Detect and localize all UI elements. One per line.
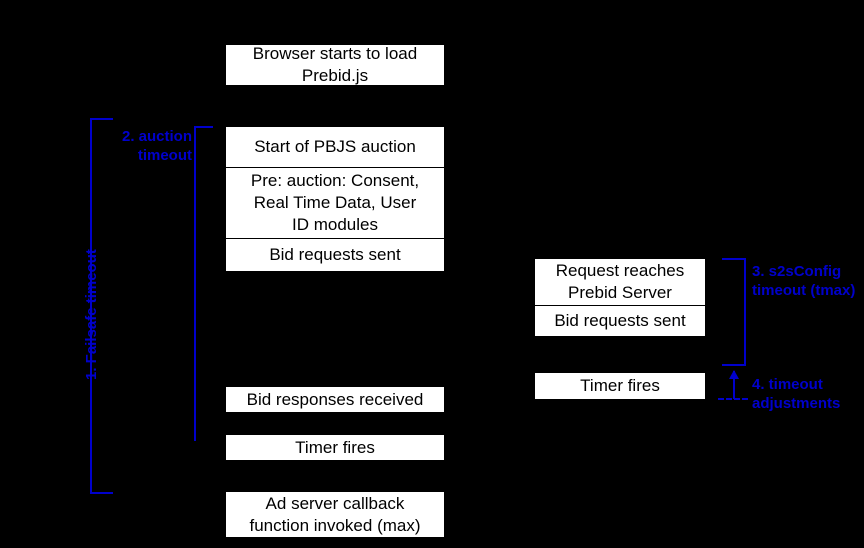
- flow-box-start-of-pbjs-auction: Start of PBJS auction: [226, 127, 444, 167]
- flow-box-pre-auction-modules: Pre: auction: Consent, Real Time Data, U…: [226, 167, 444, 238]
- flow-box-bid-requests-sent-server: Bid requests sent: [535, 305, 705, 336]
- bracket-s2sconfig-timeout-top-arm: [722, 258, 746, 260]
- annotation-auction-timeout-label: 2. auction timeout: [121, 128, 192, 164]
- bracket-failsafe-timeout-top-arm: [90, 118, 113, 120]
- flow-stack-prebid-server: Request reaches Prebid Server Bid reques…: [534, 258, 706, 337]
- flow-box-timer-fires-server: Timer fires: [534, 372, 706, 400]
- bracket-s2sconfig-timeout-spine: [744, 258, 746, 366]
- flow-box-request-reaches-prebid-server: Request reaches Prebid Server: [535, 259, 705, 306]
- bracket-auction-timeout-spine: [194, 126, 196, 441]
- flow-box-ad-server-callback: Ad server callback function invoked (max…: [225, 491, 445, 538]
- annotation-failsafe-timeout-label: 1. Failsafe timeout: [83, 249, 100, 380]
- annotation-s2sconfig-timeout-label: 3. s2sConfig timeout (tmax): [752, 263, 856, 299]
- annotation-timeout-adjustments-label: 4. timeout adjustments: [752, 376, 841, 412]
- flow-box-bid-responses-received: Bid responses received: [225, 386, 445, 413]
- flow-stack-auction-start: Start of PBJS auction Pre: auction: Cons…: [225, 126, 445, 272]
- bracket-failsafe-timeout-spine: [90, 118, 92, 494]
- flow-box-bid-requests-sent-client: Bid requests sent: [226, 238, 444, 271]
- bracket-s2sconfig-timeout-bottom-arm: [722, 364, 746, 366]
- timeout-adjustments-baseline: [718, 398, 748, 400]
- bracket-failsafe-timeout-bottom-arm: [90, 492, 113, 494]
- flow-box-browser-loads-prebid: Browser starts to load Prebid.js: [225, 44, 445, 86]
- bracket-auction-timeout-top-arm: [194, 126, 213, 128]
- flow-box-timer-fires-client: Timer fires: [225, 434, 445, 461]
- timeout-adjustments-arrow-icon: [729, 370, 739, 399]
